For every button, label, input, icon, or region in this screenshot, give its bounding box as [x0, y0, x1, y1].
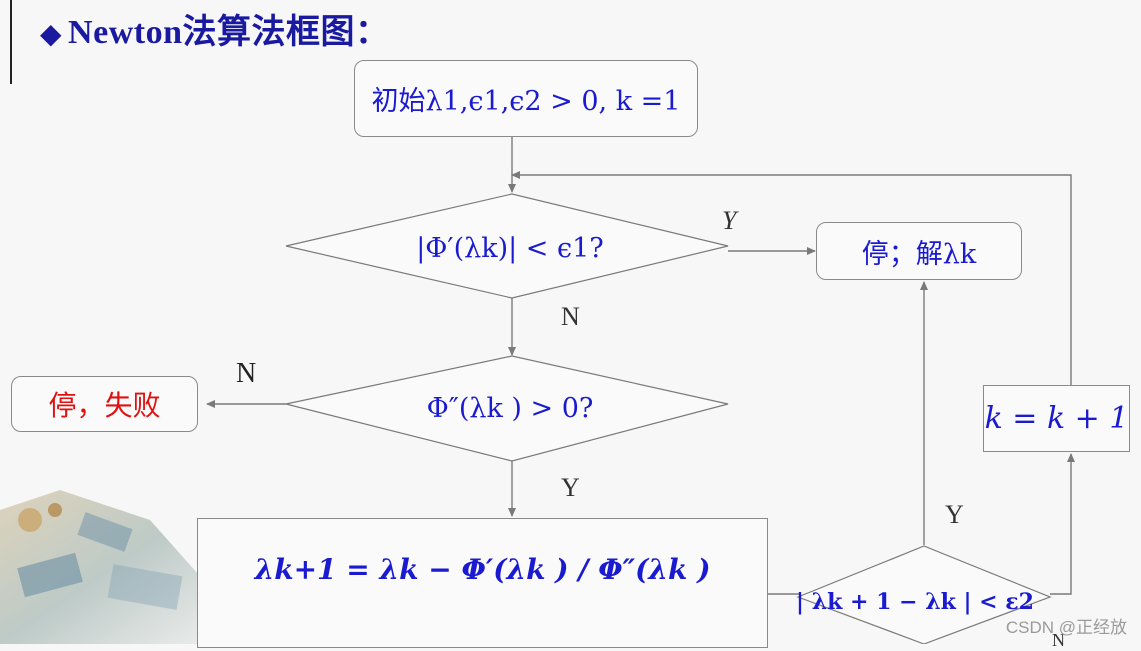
- label-decision2-yes: Y: [561, 473, 580, 502]
- label-decision2-no: N: [236, 358, 257, 389]
- decision2-diamond: [285, 355, 729, 462]
- diamond-bullet-icon: ◆: [40, 19, 63, 50]
- watermark: CSDN @正经放: [1005, 618, 1127, 637]
- stop-fail-box: 停，失败: [11, 376, 198, 432]
- label-decision3-yes: Y: [945, 500, 964, 529]
- decorative-collage-image: [0, 490, 230, 644]
- stop-fail-text: 停，失败: [48, 389, 161, 422]
- stop-solution-text: 停；解λk: [861, 238, 977, 270]
- arrow-increment-loop-back: [511, 171, 1072, 385]
- increment-box: k = k + 1: [983, 385, 1130, 452]
- update-formula: λk+1 = λk − Φ′(λk ) / Φ″(λk ): [254, 553, 711, 586]
- left-accent-bar: [10, 0, 12, 84]
- decision3-text: | λk + 1 − λk | < ε2: [796, 589, 1034, 615]
- stop-solution-box: 停；解λk: [816, 222, 1022, 280]
- arrow-decision3-no: [1050, 453, 1075, 595]
- update-box: λk+1 = λk − Φ′(λk ) / Φ″(λk ): [197, 518, 768, 648]
- page-title-text: Newton法算法框图：: [68, 14, 390, 51]
- start-box: 初始λ1,ϵ1,ϵ2 > 0, k =1: [354, 60, 698, 137]
- decision3-diamond: [796, 545, 1052, 644]
- label-decision1-no: N: [561, 302, 580, 331]
- decision1-diamond: [285, 193, 729, 299]
- label-decision1-yes: Y: [722, 206, 737, 235]
- start-box-text: 初始λ1,ϵ1,ϵ2 > 0, k =1: [371, 86, 681, 117]
- page-title: ◆Newton法算法框图：: [40, 4, 389, 53]
- increment-text: k = k + 1: [984, 401, 1129, 436]
- decision2-text: Φ″(λk ) > 0?: [426, 392, 594, 424]
- decision1-text: |Φ′(λk)| < ϵ1?: [416, 232, 604, 264]
